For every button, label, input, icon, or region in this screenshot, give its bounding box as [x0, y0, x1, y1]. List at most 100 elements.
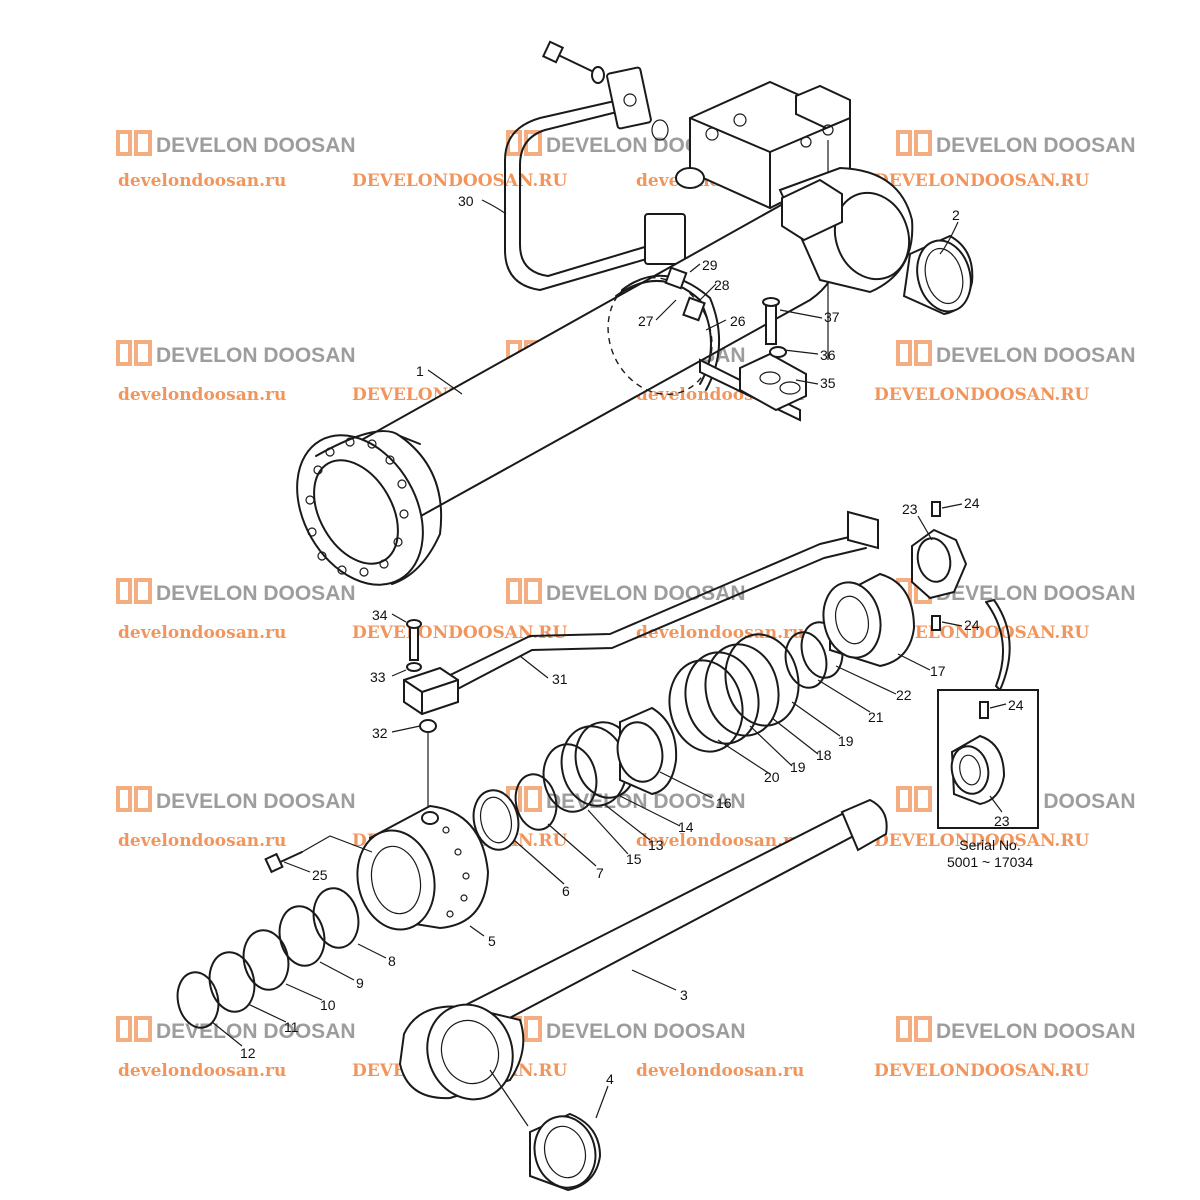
- watermark-url: DEVELONDOOSAN.RU: [874, 1061, 1089, 1081]
- watermark-url: develondoosan.ru: [118, 1061, 286, 1081]
- label-part-27: 27: [638, 313, 654, 329]
- part-15-ring: [542, 743, 598, 813]
- label-part-14: 14: [678, 819, 694, 835]
- part-26-27-clamp: [607, 266, 720, 396]
- watermark-r1-c1: DEVELON DOOSAN develondoosan.ru: [116, 130, 356, 191]
- watermark-url: DEVELONDOOSAN.RU: [874, 171, 1089, 191]
- label-part-30: 30: [458, 193, 474, 209]
- label-part-35: 35: [820, 375, 836, 391]
- label-part-5: 5: [488, 933, 496, 949]
- callout-arrow-icon: [985, 599, 1011, 691]
- part-2-bushing: [902, 234, 974, 316]
- part-36-nut: [769, 346, 787, 358]
- watermark-brand: DEVELON DOOSAN: [936, 1020, 1136, 1043]
- brand-logo-icon: [116, 786, 152, 812]
- part-33-washer: [406, 662, 422, 672]
- part-24-screw: [979, 701, 989, 719]
- watermark-brand: DEVELON DOOSAN: [546, 582, 746, 605]
- label-part-33: 33: [370, 669, 386, 685]
- label-part-17: 17: [930, 663, 946, 679]
- label-part-23: 23: [902, 501, 918, 517]
- part-5-gland: [356, 804, 490, 931]
- brand-logo-icon: [506, 578, 542, 604]
- part-4-bushing: [489, 1069, 602, 1192]
- watermark-brand: DEVELON DOOSAN: [546, 790, 746, 813]
- label-part-10: 10: [320, 997, 336, 1013]
- watermark-url: develondoosan.ru: [636, 1061, 804, 1081]
- seal-rings-front: [176, 773, 558, 1029]
- watermark-brand: DEVELON DOOSAN: [156, 1020, 356, 1043]
- label-part-22: 22: [896, 687, 912, 703]
- watermark-brand: DEVELON DOOSAN: [156, 344, 356, 367]
- part-12-ring: [176, 971, 220, 1029]
- brand-logo-icon: [116, 578, 152, 604]
- label-part-7: 7: [596, 865, 604, 881]
- watermark-brand: DEVELON DOOSAN: [156, 582, 356, 605]
- watermark-brand: DEVELON DOOSAN: [936, 344, 1136, 367]
- watermark-url: DEVELONDOOSAN.RU: [874, 831, 1089, 851]
- brand-logo-icon: [896, 130, 932, 156]
- label-part-37: 37: [824, 309, 840, 325]
- label-part-24: 24: [964, 617, 980, 633]
- label-part-21: 21: [868, 709, 884, 725]
- label-part-36: 36: [820, 347, 836, 363]
- part-32-oring: [419, 719, 437, 733]
- part-34-bolt: [409, 623, 419, 661]
- part-24-screw: [931, 501, 941, 517]
- flange-bolt-holes: [305, 437, 409, 577]
- serial-range: 5001 ~ 17034: [947, 854, 1033, 870]
- part-1-cylinder-barrel: [296, 166, 914, 586]
- pipe-flange-block: [403, 666, 459, 716]
- brand-logo-icon: [116, 340, 152, 366]
- label-part-4: 4: [606, 1071, 614, 1087]
- label-part-9: 9: [356, 975, 364, 991]
- watermark-brand: DEVELON DOOSAN: [156, 134, 356, 157]
- seal-rings-piston: [542, 621, 844, 813]
- label-part-32: 32: [372, 725, 388, 741]
- part-7-ring: [514, 773, 558, 831]
- label-part-11: 11: [284, 1019, 299, 1035]
- watermark-url: DEVELONDOOSAN.RU: [352, 623, 567, 643]
- watermark-url: DEVELONDOOSAN.RU: [874, 623, 1089, 643]
- watermark-url: develondoosan.ru: [636, 831, 804, 851]
- part-8-ring: [312, 887, 360, 949]
- watermark-url: develondoosan.ru: [636, 623, 804, 643]
- watermark-url: develondoosan.ru: [118, 385, 286, 405]
- label-part-16: 16: [716, 795, 732, 811]
- label-part-34: 34: [372, 607, 388, 623]
- watermark-url: DEVELONDOOSAN.RU: [874, 385, 1089, 405]
- part-25-bolt: [264, 835, 373, 874]
- label-part-3: 3: [680, 987, 688, 1003]
- serial-inset: Serial No. 5001 ~ 17034: [937, 689, 1039, 870]
- label-part-24: 24: [964, 495, 980, 511]
- label-part-12: 12: [240, 1045, 256, 1061]
- watermark-brand: DEVELON DOOSAN: [156, 790, 356, 813]
- watermark-r3: DEVELON DOOSAN develondoosan.ru DEVELON …: [116, 578, 1136, 643]
- label-part-26: 26: [730, 313, 746, 329]
- watermark-brand: DEVELON DOOSAN: [546, 1020, 746, 1043]
- watermark-url: DEVELONDOOSAN.RU: [352, 171, 567, 191]
- label-part-19: 19: [790, 759, 806, 775]
- part-9-ring: [278, 905, 326, 967]
- part-18-ring: [704, 643, 780, 737]
- pipe-flange-lower: [644, 213, 686, 265]
- label-part-24: 24: [1008, 697, 1024, 713]
- part-28-washer: [682, 296, 706, 322]
- watermark-url: develondoosan.ru: [118, 623, 286, 643]
- part-3-piston-rod: [398, 798, 888, 1101]
- leader-lines: [211, 199, 1007, 1119]
- watermark-url: develondoosan.ru: [118, 831, 286, 851]
- pipe-flange: [606, 66, 652, 130]
- watermark-brand: DEVELON DOOSAN: [936, 582, 1136, 605]
- brand-logo-icon: [896, 340, 932, 366]
- label-part-18: 18: [816, 747, 832, 763]
- brand-logo-icon: [896, 786, 932, 812]
- part-number-labels: 30 2 29 28 27 26 37 36 35 1 23 24 24 34 …: [240, 193, 1024, 1087]
- serial-label: Serial No.: [959, 837, 1020, 853]
- brand-logo-icon: [896, 1016, 932, 1042]
- label-part-25: 25: [312, 867, 328, 883]
- part-31-pipe: [403, 510, 879, 810]
- part-19b-ring: [724, 633, 800, 727]
- label-part-23: 23: [994, 813, 1010, 829]
